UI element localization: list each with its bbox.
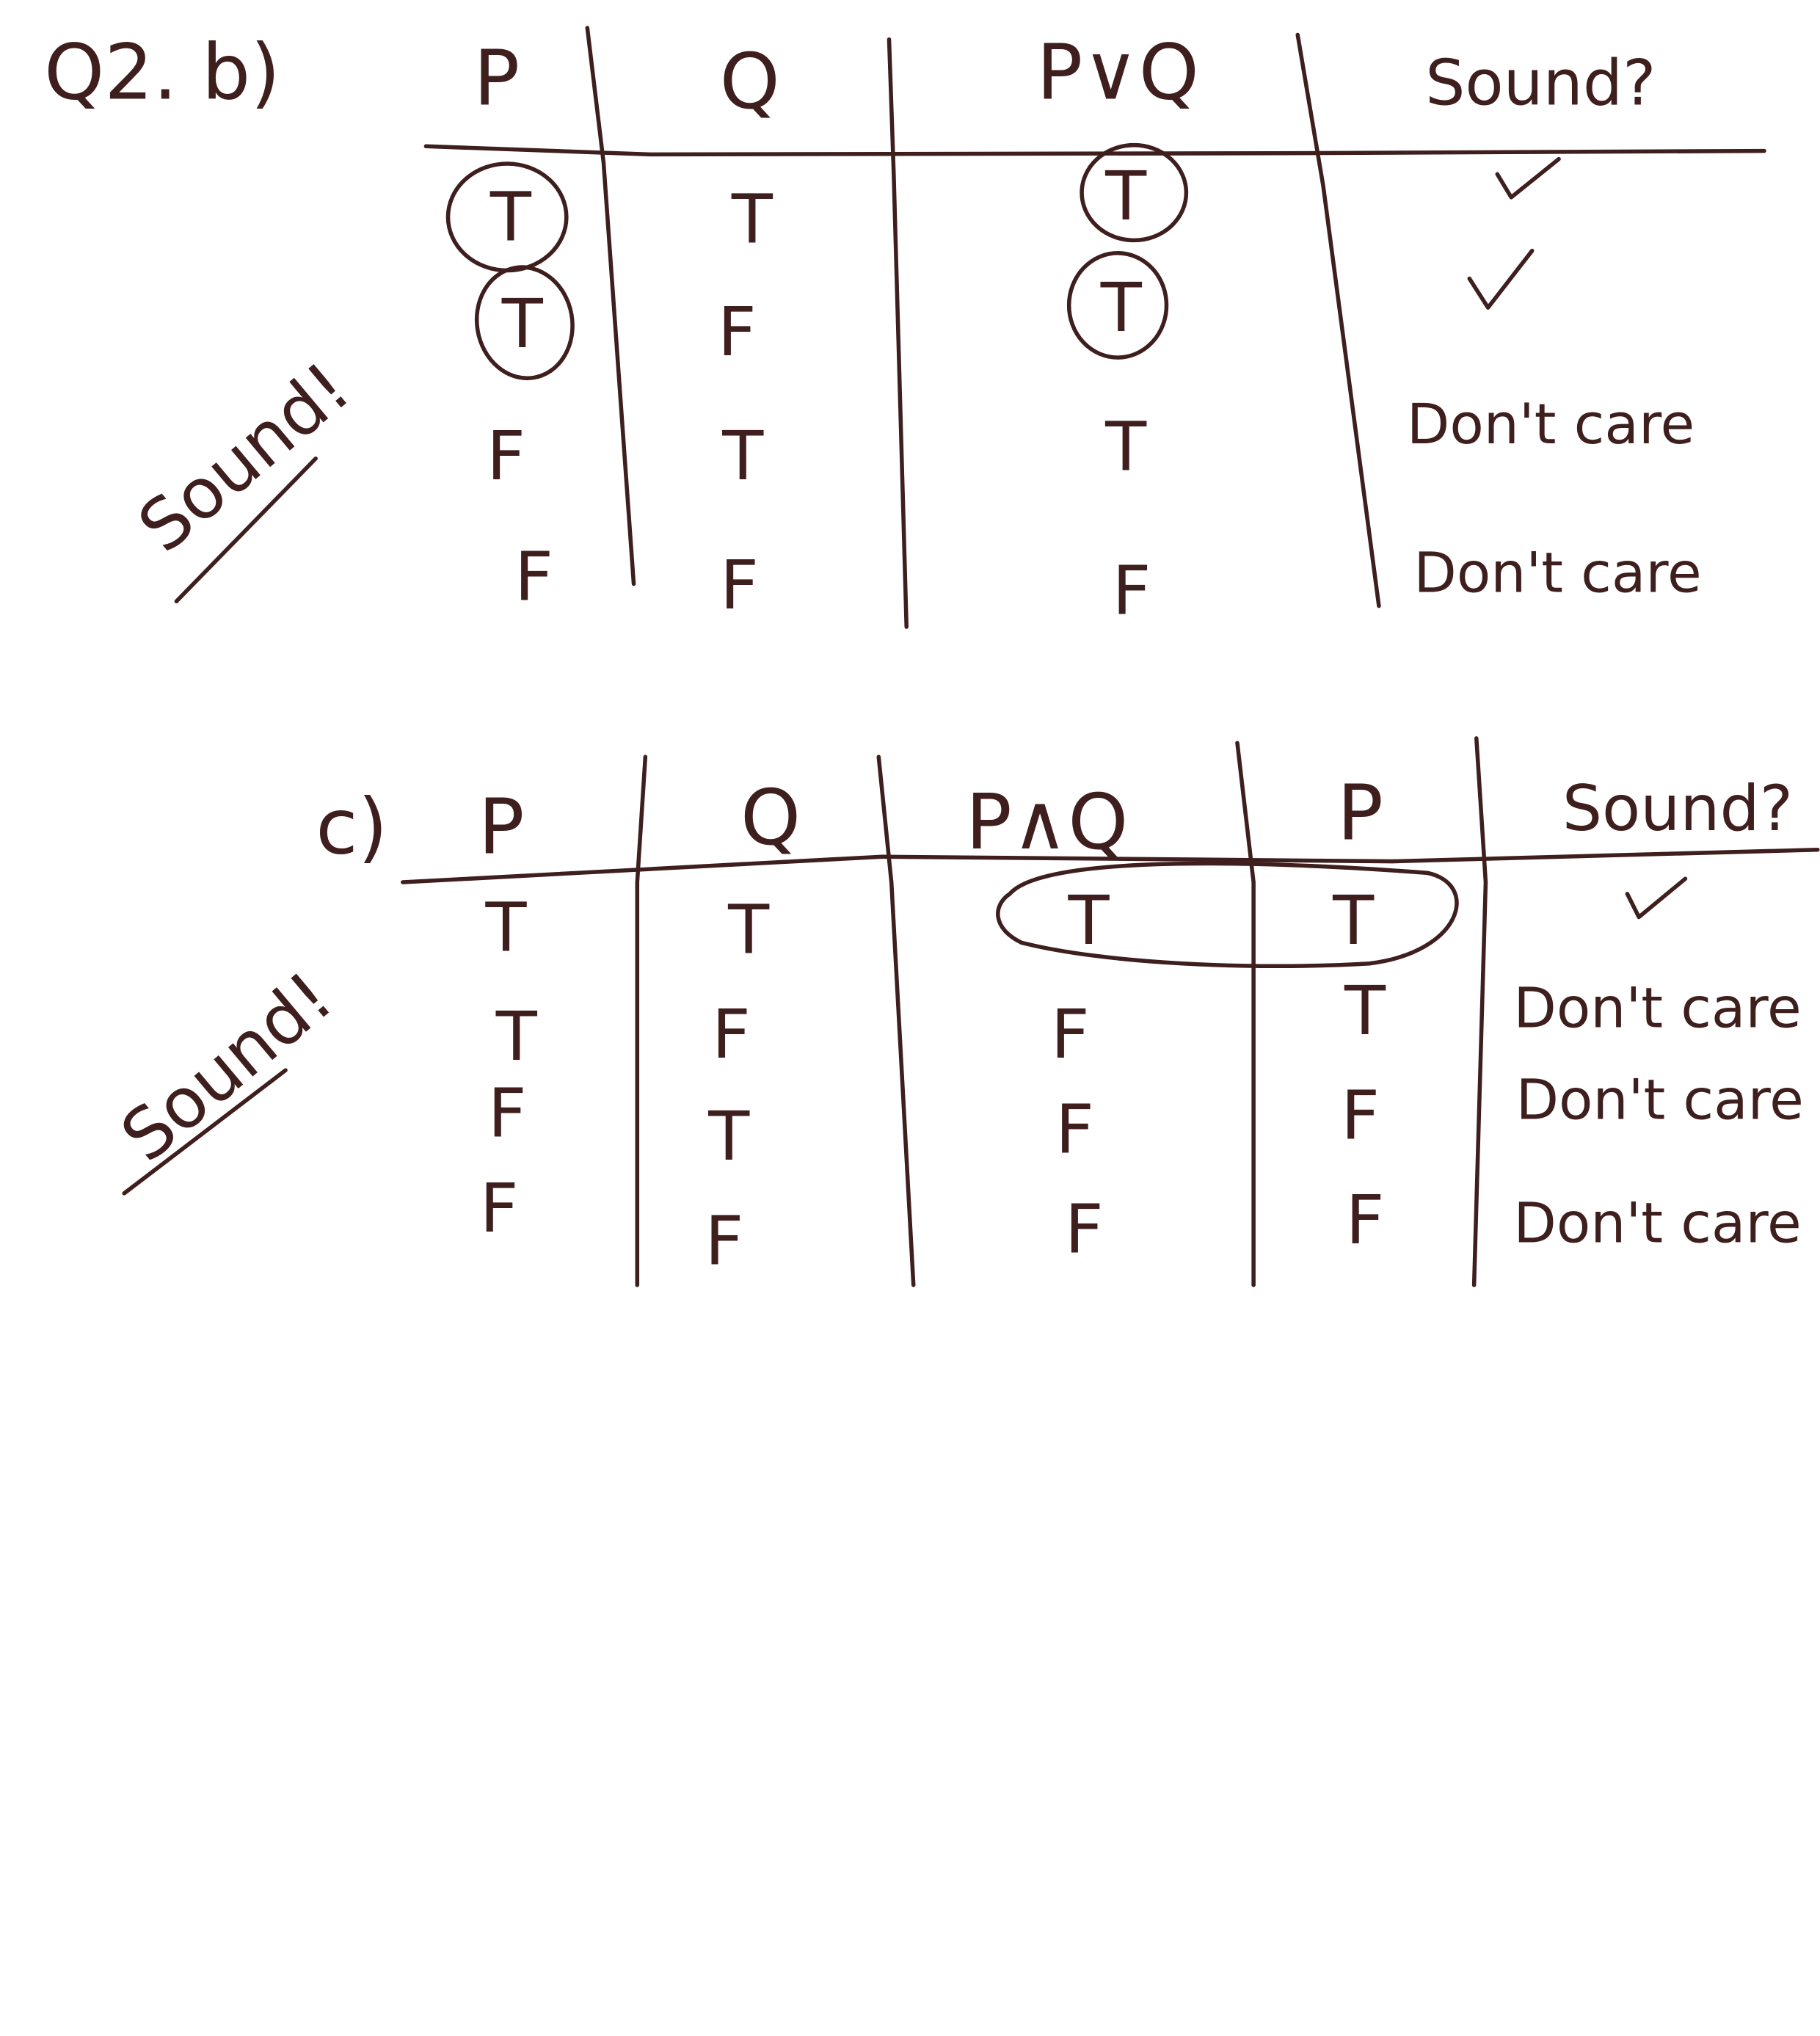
c-divider-1 (635, 755, 648, 1287)
c-r1-pq: T (1068, 881, 1110, 960)
c-r4-q: F (705, 1201, 744, 1281)
b-header-p: P (473, 33, 520, 123)
c-r4-sound: Don't care (1513, 1190, 1802, 1257)
c-r1-q: T (728, 890, 770, 970)
b-r3-pq: T (1105, 407, 1147, 487)
c-r4-pq: F (1064, 1190, 1104, 1269)
c-header-p2: P (1337, 768, 1383, 858)
b-divider-2 (887, 37, 909, 629)
b-r1-p: T (489, 177, 531, 257)
b-header-q: Q (719, 37, 780, 127)
c-check-row1 (1625, 876, 1688, 920)
c-header-rule (401, 847, 1820, 884)
c-header-p: P (478, 782, 525, 872)
c-r3-sound: Don't care (1515, 1068, 1804, 1133)
c-r3-pq: F (1055, 1090, 1094, 1169)
c-header-p-and-q: P∧Q (965, 777, 1129, 868)
c-divider-4 (1471, 736, 1488, 1287)
b-divider-3 (1295, 32, 1381, 608)
c-r2-p: T (495, 997, 537, 1077)
c-r1-p: T (485, 887, 527, 967)
b-side-underline (174, 456, 318, 604)
c-r3-q: T (708, 1097, 750, 1177)
c-r2-pq: F (1050, 995, 1090, 1074)
c-r2-q: F (712, 995, 751, 1074)
c-header-sound: Sound? (1562, 771, 1794, 846)
b-r3-p: F (487, 416, 525, 496)
b-header-rule (423, 144, 1766, 157)
c-loop-row1 (996, 861, 1459, 969)
c-side-underline (122, 1068, 288, 1196)
b-check-row2 (1467, 248, 1535, 310)
c-r3-p2: F (1341, 1076, 1380, 1155)
c-r3-p: F (487, 1073, 527, 1153)
b-r4-pq: F (1112, 551, 1151, 630)
c-divider-3 (1235, 741, 1256, 1287)
b-circle-pq-row1 (1080, 142, 1189, 243)
b-check-row1 (1495, 156, 1561, 200)
b-r2-pq: T (1100, 268, 1142, 347)
b-circle-p-row2 (474, 265, 575, 381)
c-r2-p2: T (1344, 971, 1386, 1051)
c-r2-sound: Don't care (1513, 976, 1802, 1041)
b-divider-1 (585, 26, 636, 586)
b-circle-pq-row2 (1066, 251, 1169, 360)
b-header-sound: Sound? (1425, 46, 1656, 120)
b-r4-p: F (514, 537, 553, 617)
b-r4-q: F (720, 545, 759, 625)
b-r1-q: T (731, 180, 773, 259)
c-r1-p2: T (1333, 881, 1375, 960)
b-r3-q: T (722, 416, 764, 496)
ink-strokes (122, 26, 1820, 1287)
question-c-label: c) (316, 782, 388, 872)
b-r2-q: F (717, 292, 757, 372)
b-r2-p: T (501, 284, 543, 364)
b-header-p-or-q: P∨Q (1036, 27, 1199, 117)
b-r4-sound: Don't care (1413, 541, 1702, 606)
c-header-q: Q (740, 773, 801, 863)
c-r4-p: F (479, 1168, 519, 1248)
question-b-label: Q2. b) (44, 27, 281, 117)
b-r1-pq: T (1105, 156, 1147, 236)
c-r4-p2: F (1345, 1180, 1385, 1260)
b-r3-sound: Don't care (1406, 392, 1695, 458)
c-divider-2 (876, 755, 916, 1287)
